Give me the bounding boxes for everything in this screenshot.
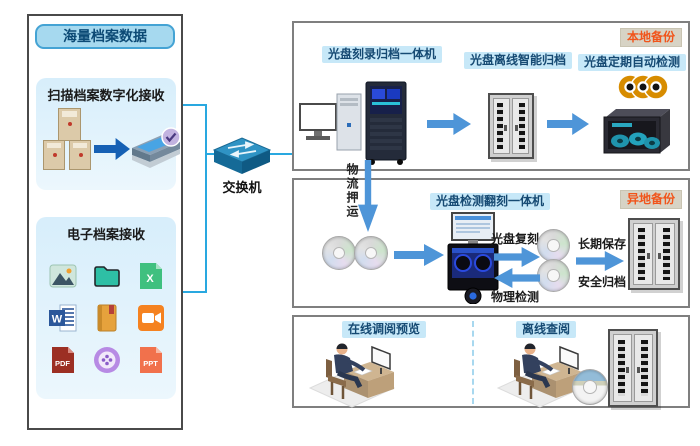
access-panel: 在线调阅预览 离线查阅	[292, 315, 690, 408]
digital-reception-section: 电子档案接收 X	[36, 217, 176, 399]
scanner-icon	[130, 126, 182, 172]
scan-arrow-icon	[94, 138, 130, 160]
flow-arrow	[494, 247, 540, 267]
file-type-grid: X W	[48, 261, 166, 375]
detection-lenses-icon	[616, 72, 670, 102]
archive-cabinet-icon	[488, 93, 534, 159]
detector-burner-label: 光盘检测翻刻一体机	[430, 193, 551, 210]
flow-arrow	[427, 113, 471, 135]
scan-reception-section: 扫描档案数字化接收	[36, 78, 181, 190]
cd-icon	[537, 259, 570, 292]
word-file-icon: W	[49, 304, 77, 332]
local-backup-badge: 本地备份	[619, 28, 682, 47]
cabinet-door	[512, 98, 529, 154]
flow-arrow	[394, 244, 444, 266]
flow-arrow	[547, 113, 589, 135]
archive-envelope-icon	[58, 108, 81, 141]
smart-archive-label: 光盘离线智能归档	[464, 52, 573, 69]
disc-detector-icon	[600, 105, 672, 159]
video-file-icon	[138, 305, 164, 331]
excel-letter: X	[146, 273, 154, 285]
pdf-letters: PDF	[55, 359, 70, 368]
cd-icon	[322, 236, 356, 270]
archive-envelope-icon	[69, 140, 91, 170]
wire-vertical	[205, 104, 207, 293]
digital-section-title: 电子档案接收	[66, 227, 145, 242]
offsite-backup-badge: 异地备份	[619, 190, 682, 209]
panel-divider	[472, 321, 474, 404]
physical-check-label: 物理检测	[491, 290, 540, 304]
cabinet-door	[655, 223, 675, 285]
flow-arrow-back	[494, 268, 540, 288]
ppt-letters: PPT	[143, 359, 158, 368]
notebook-icon	[97, 304, 117, 332]
pc-tower-icon	[336, 93, 362, 151]
cabinet-door	[634, 334, 653, 402]
labeled-cd-icon	[572, 369, 608, 405]
online-preview-label: 在线调阅预览	[342, 321, 427, 338]
offline-user-illustration	[494, 331, 586, 409]
network-switch-icon	[213, 136, 271, 176]
cabinet-door	[613, 334, 632, 402]
excel-file-icon: X	[140, 263, 162, 289]
offsite-backup-panel: 异地备份 光盘检测翻刻一体机 光盘复刻	[292, 178, 690, 308]
wire-bottom-stub	[183, 291, 207, 293]
detect-reburn-machine-icon	[446, 212, 500, 304]
scan-section-title: 扫描档案数字化接收	[47, 88, 165, 103]
panel-title: 海量档案数据	[35, 24, 175, 49]
auto-detect-label: 光盘定期自动检测	[578, 54, 687, 71]
switch-label: 交换机	[222, 180, 262, 195]
wire-top-stub	[183, 104, 207, 106]
disc-burner-tower-icon	[364, 80, 408, 166]
workstation-monitor-icon	[299, 103, 337, 145]
media-button-icon	[94, 347, 120, 373]
local-backup-panel: 本地备份 光盘刻录归档一体机 光盘离线智能归档 光盘定期自动检测	[292, 21, 690, 171]
pdf-file-icon: PDF	[52, 347, 74, 373]
folder-icon	[94, 266, 120, 287]
offline-read-label: 离线查阅	[516, 321, 577, 338]
long-term-label: 长期保存	[578, 237, 627, 251]
ppt-file-icon: PPT	[140, 347, 162, 373]
flow-arrow	[576, 251, 624, 271]
cabinet-door	[633, 223, 653, 285]
burner-label: 光盘刻录归档一体机	[322, 46, 443, 63]
online-user-illustration	[306, 331, 398, 409]
offsite-cabinet-icon	[628, 218, 680, 290]
disc-copy-label: 光盘复刻	[491, 232, 540, 246]
word-letter: W	[52, 314, 63, 326]
cabinet-door	[493, 98, 510, 154]
cd-icon	[354, 236, 388, 270]
image-file-icon	[49, 264, 77, 288]
reading-room-cabinet-icon	[608, 329, 658, 407]
mass-archive-panel: 海量档案数据 扫描档案数字化接收 电子档案接收	[27, 14, 183, 430]
cd-icon	[537, 229, 570, 262]
secure-archive-label: 安全归档	[578, 275, 627, 289]
logistics-escort-label: 物流押运	[345, 163, 359, 219]
archive-envelope-icon	[43, 140, 65, 170]
